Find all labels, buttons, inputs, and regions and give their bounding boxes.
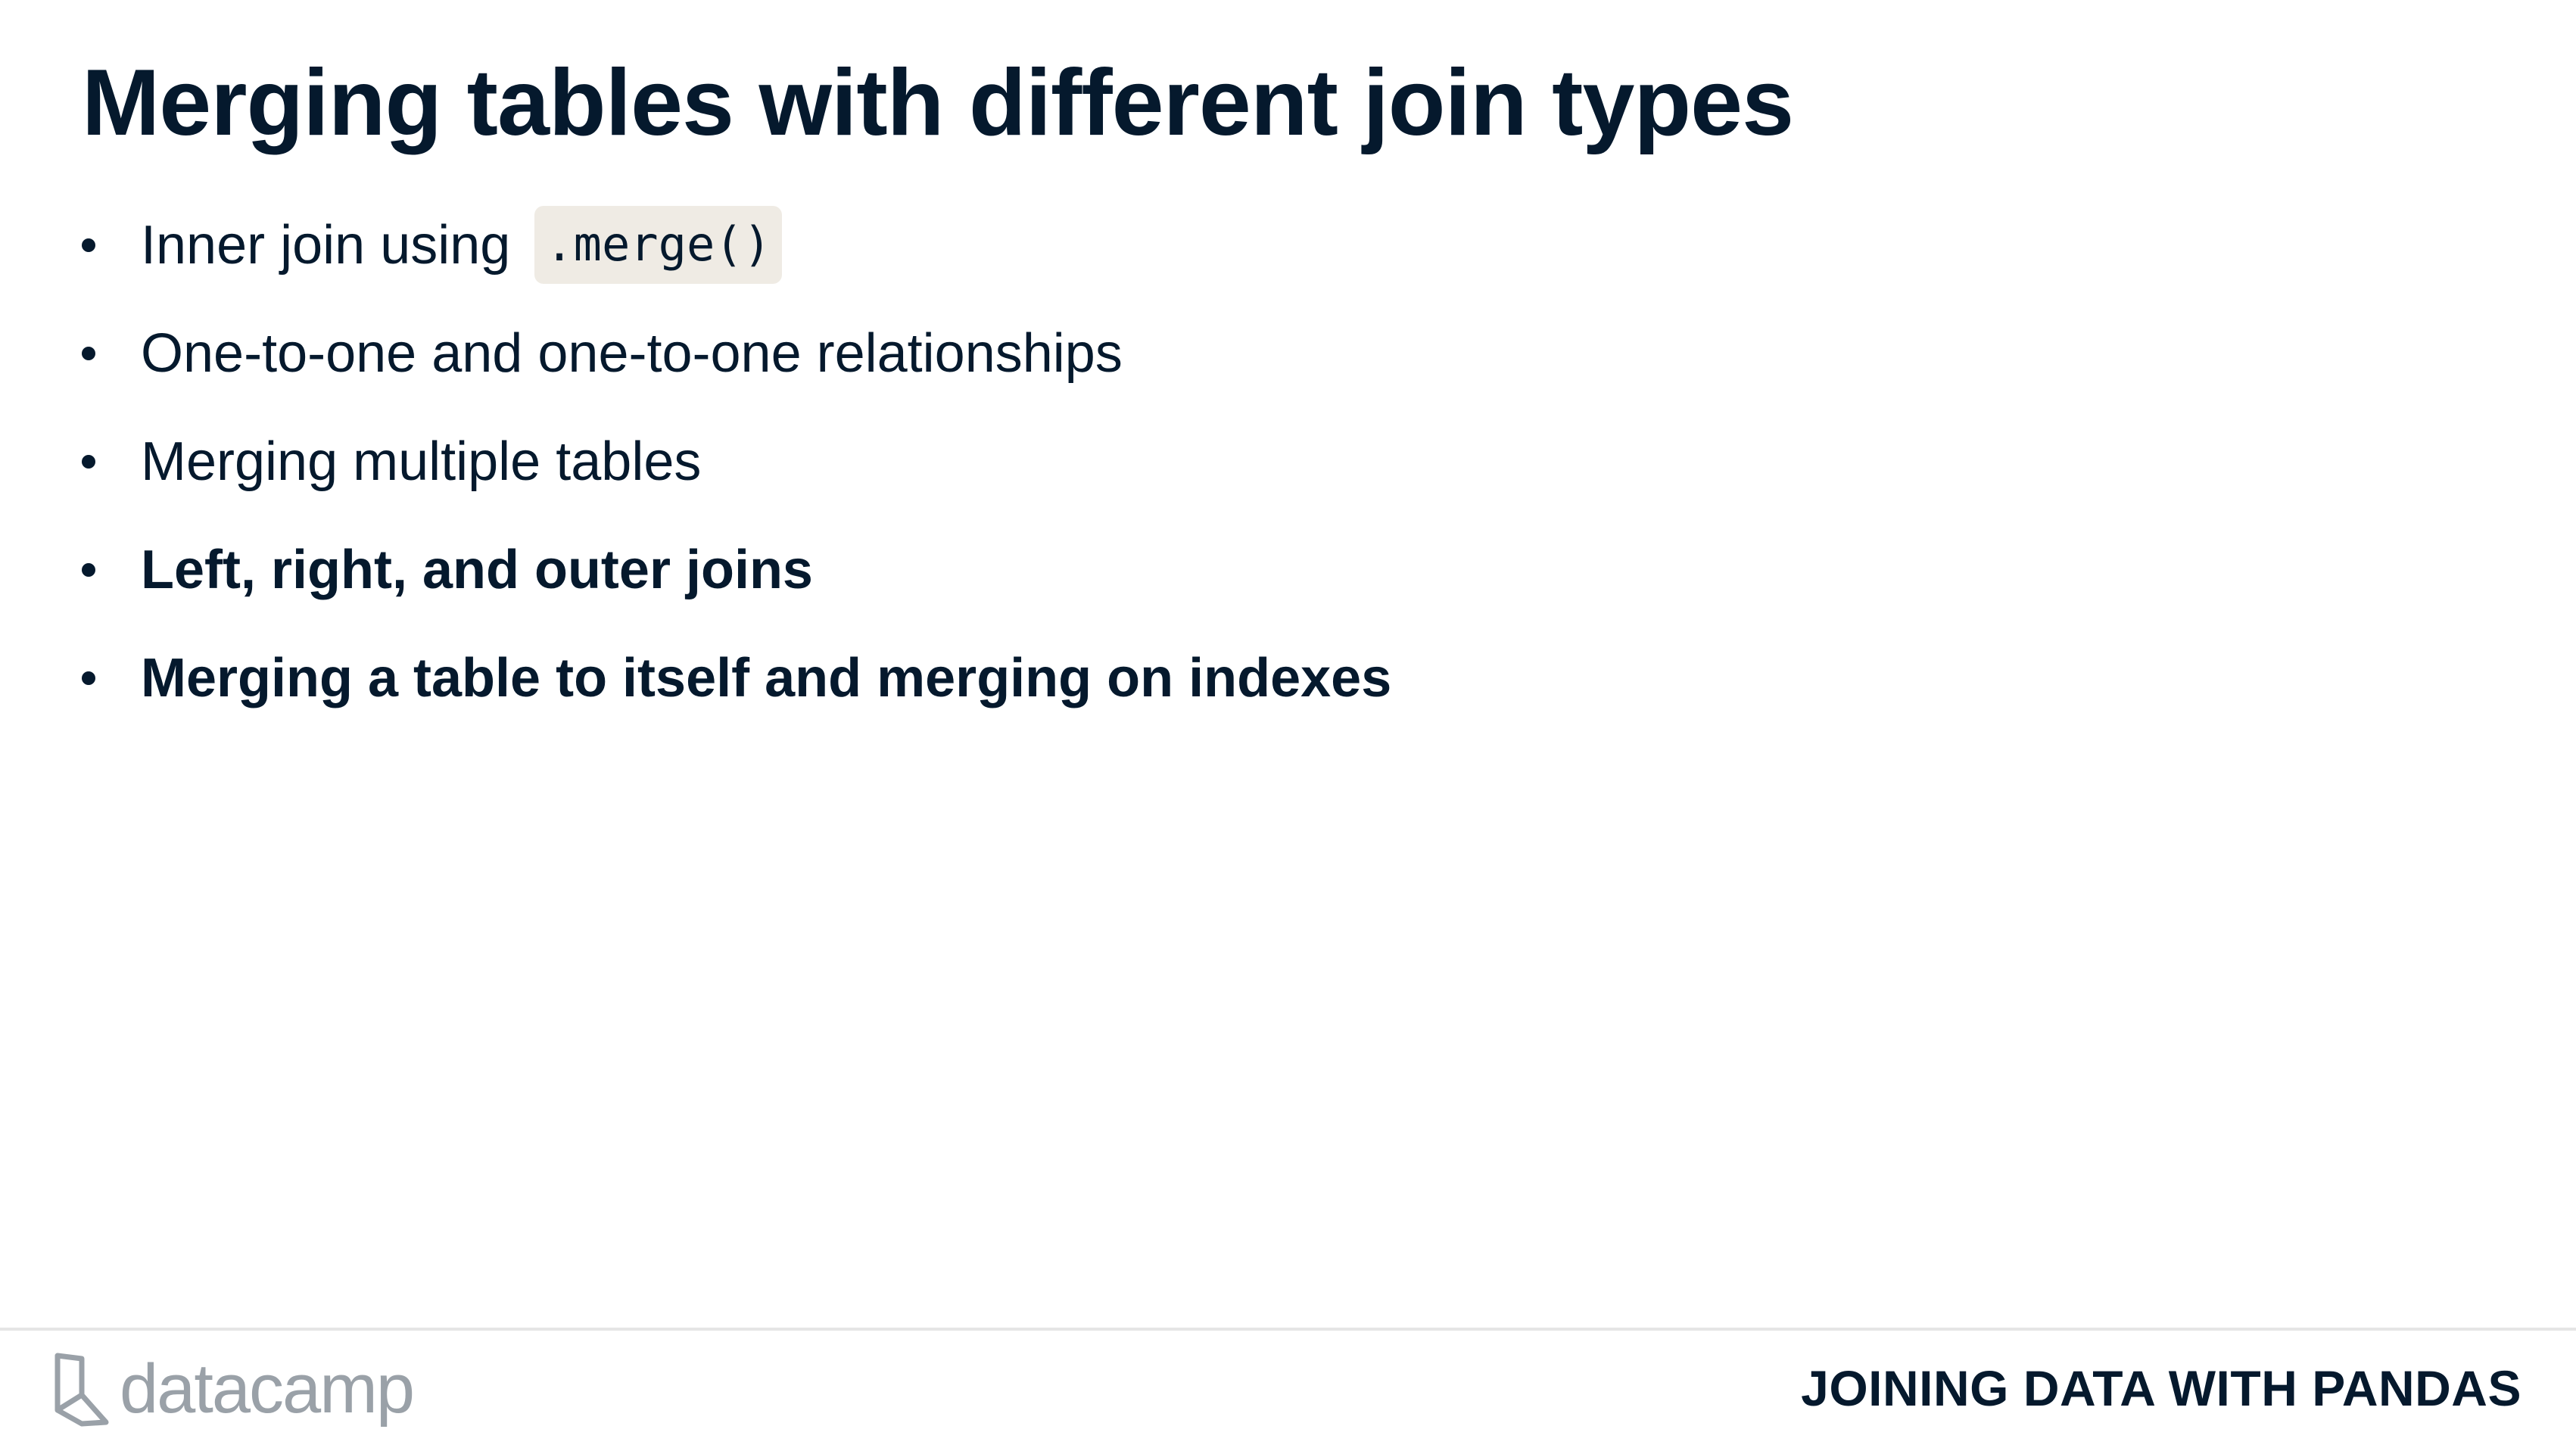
bullet-dot-icon <box>82 671 95 685</box>
inline-code: .merge() <box>534 206 782 284</box>
datacamp-logo: datacamp <box>51 1347 415 1431</box>
bullet-item-outer-joins: Left, right, and outer joins <box>82 515 1391 624</box>
bullet-dot-icon <box>82 238 95 252</box>
datacamp-logo-icon <box>55 1353 109 1427</box>
bullet-text: One-to-one and one-to-one relationships <box>141 322 1123 384</box>
bullet-text: Merging a table to itself and merging on… <box>141 647 1392 708</box>
slide-title: Merging tables with different join types <box>82 51 1794 155</box>
bullet-item-inner-join: Inner join using .merge() <box>82 191 1391 299</box>
bullet-text: Merging multiple tables <box>141 431 702 492</box>
bullet-dot-icon <box>82 562 95 577</box>
course-name: JOINING DATA WITH PANDAS <box>1801 1360 2521 1416</box>
bullet-dot-icon <box>82 454 95 469</box>
bullet-list: Inner join using .merge() One-to-one and… <box>82 191 1391 732</box>
logo-wordmark: datacamp <box>120 1350 415 1428</box>
bullet-text: Left, right, and outer joins <box>141 539 813 600</box>
bullet-dot-icon <box>82 346 95 360</box>
footer-divider <box>0 1328 2576 1331</box>
bullet-item-self-merge: Merging a table to itself and merging on… <box>82 624 1391 732</box>
bullet-item-relationships: One-to-one and one-to-one relationships <box>82 299 1391 407</box>
bullet-item-multiple-tables: Merging multiple tables <box>82 407 1391 515</box>
bullet-text: Inner join using <box>141 214 511 276</box>
